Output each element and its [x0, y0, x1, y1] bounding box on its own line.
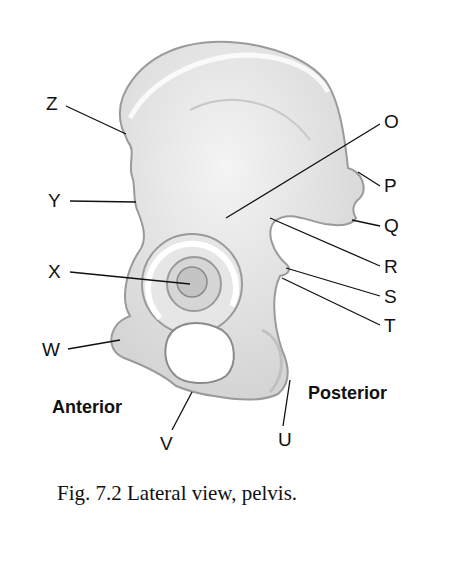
part-label: V: [160, 434, 173, 453]
part-label: O: [384, 112, 399, 131]
part-label: W: [42, 340, 60, 359]
part-label: Z: [46, 94, 58, 113]
part-label: R: [384, 257, 398, 276]
leader-lines: [66, 106, 380, 430]
part-label: S: [384, 287, 397, 306]
direction-label: Posterior: [308, 384, 387, 402]
part-label: Y: [48, 191, 61, 210]
figure-caption: Fig. 7.2 Lateral view, pelvis.: [57, 483, 297, 504]
part-label: X: [48, 262, 61, 281]
part-label: Q: [384, 216, 399, 235]
direction-label: Anterior: [52, 398, 122, 416]
part-label: U: [278, 430, 292, 449]
part-label: T: [384, 316, 396, 335]
part-label: P: [384, 176, 397, 195]
